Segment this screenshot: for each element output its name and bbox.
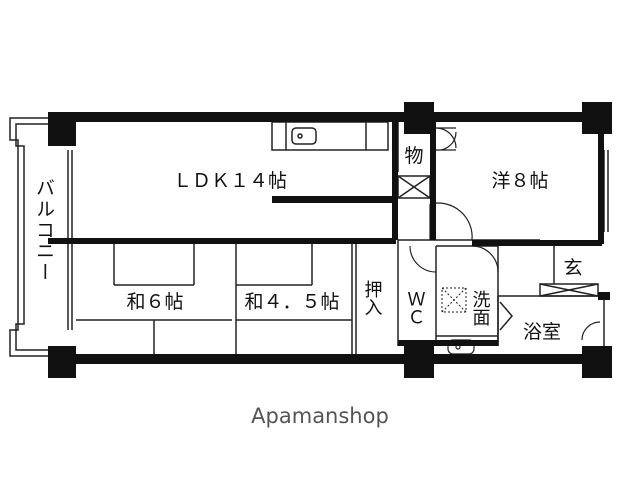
wa6-label: 和６帖 xyxy=(126,291,183,313)
oshiire-label: 押入 xyxy=(362,280,383,316)
wa45-label: 和４．５帖 xyxy=(244,291,339,313)
wc-label: ＷＣ xyxy=(405,290,426,326)
washer-pan-icon xyxy=(441,287,467,313)
bath-label: 浴室 xyxy=(523,321,561,343)
balcony xyxy=(9,117,48,357)
walls xyxy=(48,102,612,378)
yo8-label: 洋８帖 xyxy=(491,170,548,192)
balcony-label: バルコニー xyxy=(33,178,55,283)
entrance-label: 玄 xyxy=(563,257,582,279)
closet-label: 物 xyxy=(404,145,423,167)
watermark: Apamanshop xyxy=(251,404,389,428)
ldk-label: ＬＤＫ１４帖 xyxy=(173,170,287,192)
washroom-label: 洗面 xyxy=(470,290,491,326)
sink-icon xyxy=(291,127,317,145)
